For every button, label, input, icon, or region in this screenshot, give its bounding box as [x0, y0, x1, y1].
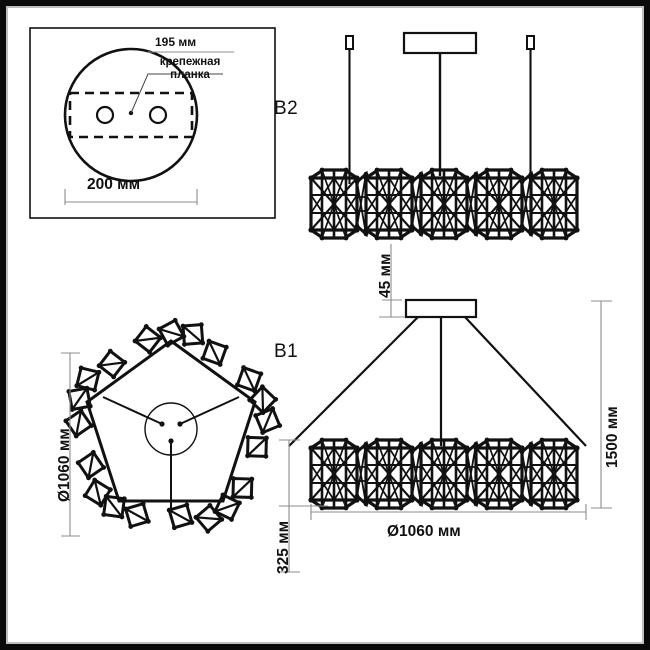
view-label-b1: B1 — [274, 341, 299, 362]
dim-label-diameter-front: Ø1060 мм — [387, 523, 461, 540]
callout-leader-line — [130, 73, 223, 114]
b2-cable-right — [526, 35, 535, 184]
mount-callout-195: 195 мм — [155, 35, 197, 49]
view-top-plan — [59, 314, 284, 538]
dim-label-1500: 1500 мм — [604, 406, 621, 468]
view-b1 — [279, 244, 612, 573]
view-b2 — [306, 31, 582, 242]
mount-detail-panel — [29, 27, 276, 219]
drawing-stage: 195 мм крепежная планка 200 мм B2 B1 45 … — [8, 8, 642, 642]
ceiling-cup-outline — [63, 47, 199, 183]
b2-luminaire-body — [306, 166, 582, 242]
dim-label-45: 45 мм — [377, 253, 394, 298]
plan-suspension-leads — [102, 396, 240, 509]
plan-crystal-ring — [59, 314, 284, 538]
b2-cable-left — [345, 35, 354, 184]
view-label-b2: B2 — [274, 98, 299, 119]
screw-hole-left — [95, 105, 115, 125]
dim-45 — [379, 244, 405, 318]
b1-luminaire-body — [306, 436, 582, 512]
mount-callout-note-line2: планка — [170, 68, 210, 81]
dim-diameter-top — [61, 352, 80, 537]
mount-dim-200: 200 мм — [87, 176, 141, 193]
b2-canopy — [402, 31, 478, 176]
mount-callout-note: крепежная планка — [144, 56, 236, 81]
dim-325 — [279, 439, 328, 573]
mount-callout-note-line1: крепежная — [159, 56, 221, 68]
dim-label-325: 325 мм — [275, 520, 292, 574]
dim-diameter-front — [310, 504, 587, 520]
dim-line-200 — [64, 189, 198, 205]
dim-label-diameter-top: Ø1060 мм — [56, 428, 73, 502]
b1-suspension-cables — [288, 316, 587, 447]
dim-1500 — [591, 300, 612, 509]
mounting-bracket-dashed — [68, 91, 194, 139]
b1-canopy — [404, 298, 478, 319]
drawing-canvas — [29, 27, 612, 573]
screw-hole-right — [148, 105, 168, 125]
